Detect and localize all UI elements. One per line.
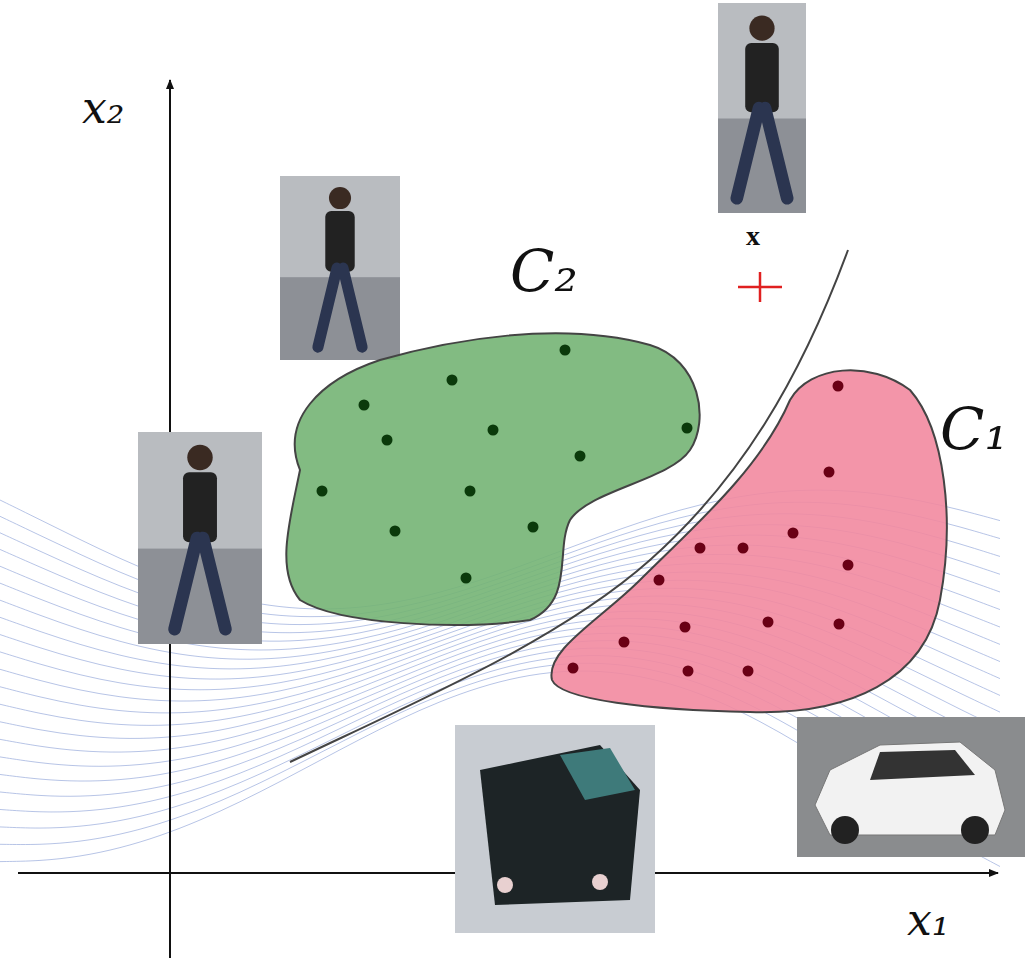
class-label: C₁ <box>940 400 1008 458</box>
pedestrian-photo <box>280 176 400 360</box>
class-region: C₁ <box>546 362 952 718</box>
sample-dot <box>575 451 586 462</box>
query-point <box>738 272 782 302</box>
sample-dot <box>382 435 393 446</box>
sample-dot <box>568 663 579 674</box>
sample-dot <box>465 486 476 497</box>
sample-dot <box>683 666 694 677</box>
sample-dot <box>619 637 630 648</box>
point-label: x <box>746 222 760 250</box>
sample-dot <box>788 528 799 539</box>
sample-dot <box>680 622 691 633</box>
sample-dot <box>843 560 854 571</box>
sample-dot <box>738 543 749 554</box>
sample-dot <box>390 526 401 537</box>
sample-dot <box>359 400 370 411</box>
sample-dot <box>317 486 328 497</box>
sample-dot <box>488 425 499 436</box>
sample-dot <box>560 345 571 356</box>
axis-label: x₂ <box>82 86 124 130</box>
sample-dot <box>654 575 665 586</box>
sample-dot <box>824 467 835 478</box>
sample-dot <box>834 619 845 630</box>
car-photo <box>797 717 1025 857</box>
region-outline <box>546 362 952 718</box>
sample-dot <box>743 666 754 677</box>
pedestrian-photo <box>138 432 262 644</box>
sample-dot <box>695 543 706 554</box>
truck-photo <box>455 725 655 933</box>
sample-dot <box>461 573 472 584</box>
class-label: C₂ <box>510 242 578 300</box>
axis-label: x₁ <box>907 898 949 942</box>
sample-dot <box>763 617 774 628</box>
pedestrian-photo <box>718 3 806 213</box>
sample-dot <box>528 522 539 533</box>
sample-dot <box>833 381 844 392</box>
sample-dot <box>447 375 458 386</box>
sample-dot <box>682 423 693 434</box>
